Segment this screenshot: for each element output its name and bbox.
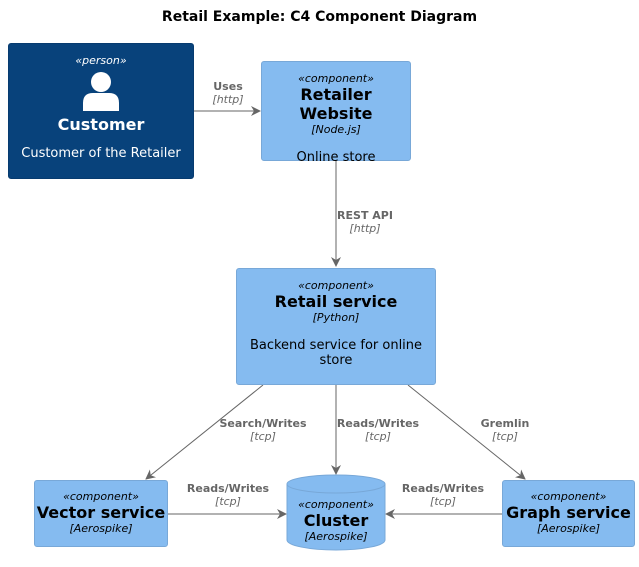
- website-description: Online store: [296, 150, 376, 165]
- edge-label-rest: REST API [http]: [325, 209, 405, 235]
- edge-label-reads-center: Reads/Writes [tcp]: [330, 417, 426, 443]
- retail-technology: [Python]: [312, 311, 360, 324]
- edge-label-gremlin-text: Gremlin: [480, 417, 530, 430]
- edge-label-reads-graph-text: Reads/Writes: [401, 482, 485, 495]
- vector-technology: [Aerospike]: [69, 522, 133, 535]
- website-name: Retailer Website: [299, 85, 373, 123]
- retail-name: Retail service: [274, 292, 398, 311]
- edge-label-uses-tech: [http]: [212, 93, 244, 106]
- edge-label-reads-center-text: Reads/Writes: [336, 417, 420, 430]
- graph-name: Graph service: [506, 503, 631, 522]
- cluster-stereotype: «component»: [298, 498, 374, 511]
- vector-stereotype: «component»: [63, 490, 139, 503]
- edge-label-reads-graph: Reads/Writes [tcp]: [395, 482, 491, 508]
- edge-label-reads-vector-text: Reads/Writes: [186, 482, 270, 495]
- edge-label-reads-graph-tech: [tcp]: [430, 495, 456, 508]
- edge-label-gremlin-tech: [tcp]: [492, 430, 518, 443]
- customer-node: «person» Customer Customer of the Retail…: [8, 43, 194, 179]
- vector-name: Vector service: [36, 503, 166, 522]
- cylinder-shape: [286, 474, 386, 551]
- customer-description: Customer of the Retailer: [21, 146, 181, 161]
- graph-stereotype: «component»: [530, 490, 607, 503]
- edge-label-reads-vector: Reads/Writes [tcp]: [180, 482, 276, 508]
- edge-label-reads-vector-tech: [tcp]: [215, 495, 241, 508]
- customer-name: Customer: [57, 115, 145, 134]
- edge-label-search: Search/Writes [tcp]: [213, 417, 313, 443]
- cluster-technology: [Aerospike]: [304, 530, 368, 543]
- person-icon: [81, 71, 121, 111]
- graph-technology: [Aerospike]: [536, 522, 601, 535]
- edge-label-reads-center-tech: [tcp]: [365, 430, 391, 443]
- edge-retail-vector: [145, 384, 264, 480]
- retail-stereotype: «component»: [298, 279, 374, 292]
- edge-retail-graph: [407, 384, 526, 480]
- retail-description-line1: Backend service for online: [249, 338, 423, 353]
- edge-label-search-text: Search/Writes: [219, 417, 307, 430]
- edge-label-rest-text: REST API: [337, 209, 393, 222]
- edge-label-gremlin: Gremlin [tcp]: [470, 417, 540, 443]
- edge-label-rest-tech: [http]: [349, 222, 381, 235]
- graph-service-node: «component» Graph service [Aerospike]: [502, 480, 635, 547]
- customer-stereotype: «person»: [75, 54, 127, 67]
- retail-service-node: «component» Retail service [Python] Back…: [236, 268, 436, 385]
- vector-service-node: «component» Vector service [Aerospike]: [34, 480, 168, 547]
- edge-label-uses: Uses [http]: [200, 80, 256, 106]
- website-node: «component» Retailer Website [Node.js] O…: [261, 61, 411, 165]
- cluster-name: Cluster: [303, 511, 369, 530]
- edge-label-search-tech: [tcp]: [250, 430, 276, 443]
- edge-label-uses-text: Uses: [213, 80, 243, 93]
- retail-description-line2: store: [319, 353, 353, 368]
- cluster-node: «component» Cluster [Aerospike]: [286, 474, 386, 552]
- diagram-title: Retail Example: C4 Component Diagram: [161, 9, 478, 25]
- website-technology: [Node.js]: [311, 123, 361, 136]
- website-stereotype: «component»: [298, 72, 374, 85]
